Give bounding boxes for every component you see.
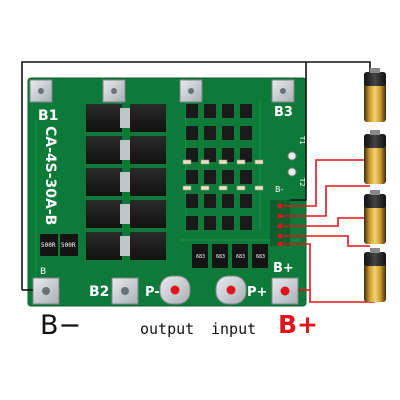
- capacitor-row: [192, 244, 268, 268]
- pad-p-minus: [159, 275, 191, 305]
- cell-3: [364, 190, 386, 244]
- silk-b1: B1: [38, 108, 58, 124]
- cell-2: [364, 130, 386, 184]
- thermistor-pads: [287, 151, 297, 177]
- resistor-label-1: 500R: [41, 242, 56, 249]
- silk-t1: T1: [298, 135, 306, 145]
- silk-b2: B2: [89, 284, 109, 300]
- smd-resistor-row: [182, 159, 264, 191]
- cell-4: [364, 248, 386, 302]
- b-minus-label: B−: [40, 310, 82, 341]
- pad-b1: [29, 79, 53, 103]
- cap-label-3: 683: [236, 254, 245, 260]
- cap-label-2: 683: [216, 254, 225, 260]
- wire-red: [283, 159, 375, 303]
- cap-label-1: 683: [196, 254, 205, 260]
- silk-b3: B3: [274, 105, 293, 120]
- silk-b-minus-small: B-: [275, 185, 283, 194]
- pad-p-plus: [215, 275, 247, 305]
- pad-b-minus: [32, 277, 60, 305]
- control-ic-array: [186, 104, 252, 230]
- pad-b3: [271, 79, 295, 103]
- pad-top-2: [102, 79, 126, 103]
- silk-p-plus: P+: [247, 285, 267, 300]
- balance-connector: [270, 200, 290, 247]
- silk-p-minus: P-: [145, 285, 160, 300]
- cap-label-4: 683: [256, 254, 265, 260]
- resistor-label-2: 500R: [61, 242, 76, 249]
- silk-model: CA-4S-30A-B: [42, 126, 58, 225]
- output-label: output: [140, 320, 195, 338]
- silk-b-pad: B: [40, 267, 46, 277]
- silk-t2: T2: [298, 177, 306, 187]
- cell-1: [364, 68, 386, 122]
- mosfet-array: [86, 104, 166, 260]
- pad-b2: [111, 277, 139, 305]
- pcb-board: [27, 77, 307, 307]
- input-label: input: [211, 320, 257, 338]
- silk-b-plus: B+: [273, 261, 294, 276]
- resistor-pair: [40, 234, 78, 256]
- b-plus-label: B+: [278, 310, 319, 339]
- pad-top-3: [179, 79, 203, 103]
- pad-b-plus: [271, 277, 299, 305]
